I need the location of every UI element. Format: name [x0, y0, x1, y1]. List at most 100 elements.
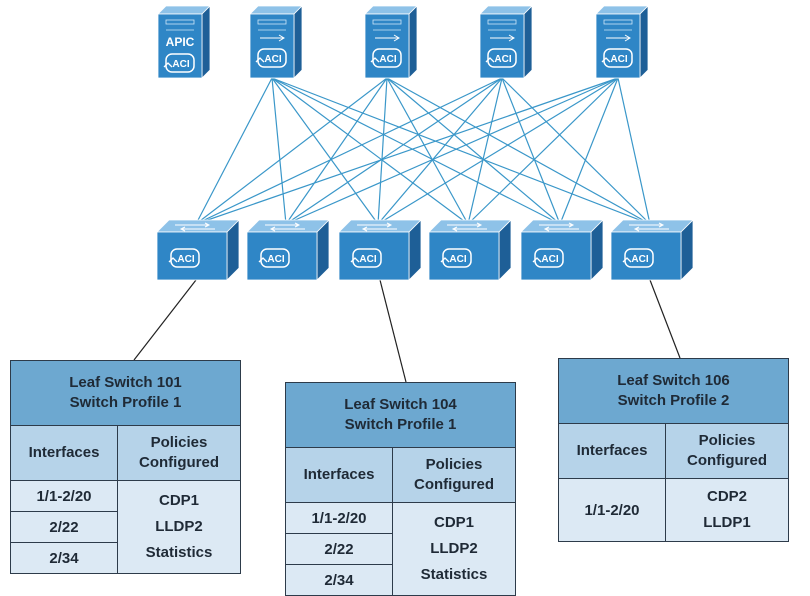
spine-leaf-link	[285, 77, 619, 225]
policy-item: CDP1	[433, 514, 474, 531]
interface-cell: 1/1-2/20	[10, 480, 118, 512]
svg-text:ACI: ACI	[359, 254, 376, 265]
leaf-switch-name: Leaf Switch 101	[69, 374, 182, 391]
table-title: Leaf Switch 104 Switch Profile 1	[285, 382, 516, 448]
aci-logo-icon: ACI	[350, 248, 382, 268]
aci-logo-icon: ACI	[485, 48, 517, 68]
leaf-switch: ACI	[246, 219, 330, 281]
aci-logo-icon: ACI	[255, 48, 287, 68]
spine-leaf-link	[195, 77, 503, 225]
policies-header-line2: Configured	[414, 476, 494, 493]
leaf-to-table-connector	[379, 279, 407, 383]
table-title: Leaf Switch 106 Switch Profile 2	[558, 358, 789, 424]
leaf-switch-name: Leaf Switch 106	[617, 372, 730, 389]
policies-header: Policies Configured	[117, 425, 241, 481]
leaf-switch: ACI	[610, 219, 694, 281]
leaf-switch: ACI	[338, 219, 422, 281]
spine-leaf-link	[501, 77, 561, 225]
spine-leaf-link	[271, 77, 561, 225]
policies-header-line2: Configured	[687, 452, 767, 469]
leaf-table-connectors	[133, 279, 681, 383]
spine-leaf-link	[271, 77, 379, 225]
policies-cell: CDP2 LLDP1	[665, 478, 789, 542]
svg-text:ACI: ACI	[631, 254, 648, 265]
spine-leaf-link	[285, 77, 388, 225]
policies-cell: CDP1 LLDP2 Statistics	[392, 502, 516, 596]
policies-header: Policies Configured	[665, 423, 789, 479]
policy-item: LLDP1	[703, 514, 751, 531]
leaf-switch-104-table: Leaf Switch 104 Switch Profile 1 Interfa…	[285, 382, 516, 596]
policies-header-line2: Configured	[139, 454, 219, 471]
policy-item: Statistics	[145, 544, 213, 561]
spine-switch: ACI	[595, 5, 649, 79]
spine-leaf-link	[377, 77, 388, 225]
svg-text:ACI: ACI	[177, 254, 194, 265]
leaf-switch-106-table: Leaf Switch 106 Switch Profile 2 Interfa…	[558, 358, 789, 542]
leaf-to-table-connector	[133, 279, 197, 361]
policies-header-line1: Policies	[698, 432, 756, 449]
spine-leaf-link	[195, 77, 273, 225]
policies-header-line1: Policies	[425, 456, 483, 473]
fabric-links	[195, 77, 651, 225]
spine-leaf-link	[195, 77, 388, 225]
spine-leaf-link	[386, 77, 561, 225]
svg-text:ACI: ACI	[541, 254, 558, 265]
policies-cell: CDP1 LLDP2 Statistics	[117, 480, 241, 574]
leaf-switch-name: Leaf Switch 104	[344, 396, 457, 413]
spine-switch: ACI	[479, 5, 533, 79]
policies-header: Policies Configured	[392, 447, 516, 503]
spine-leaf-link	[467, 77, 619, 225]
aci-logo-icon: ACI	[440, 248, 472, 268]
fabric-devices: APIC ACI ACI ACI ACI ACI ACI ACI ACI ACI ACI ACI	[156, 5, 694, 281]
policies-header-line1: Policies	[150, 434, 208, 451]
spine-leaf-link	[617, 77, 651, 225]
leaf-switch: ACI	[428, 219, 512, 281]
svg-text:ACI: ACI	[610, 54, 627, 65]
interfaces-header: Interfaces	[558, 423, 666, 479]
leaf-switch: ACI	[156, 219, 240, 281]
switch-profile-name: Switch Profile 2	[617, 392, 730, 409]
policy-item: CDP2	[706, 488, 747, 505]
interface-cell: 2/22	[285, 533, 393, 565]
policy-item: CDP1	[158, 492, 199, 509]
interface-cell: 2/22	[10, 511, 118, 543]
svg-text:ACI: ACI	[267, 254, 284, 265]
leaf-switch-101-table: Leaf Switch 101 Switch Profile 1 Interfa…	[10, 360, 241, 574]
spine-leaf-link	[377, 77, 619, 225]
spine-leaf-link	[377, 77, 503, 225]
svg-text:ACI: ACI	[494, 54, 511, 65]
aci-logo-icon: ACI	[622, 248, 654, 268]
spine-leaf-link	[386, 77, 469, 225]
interfaces-header: Interfaces	[285, 447, 393, 503]
spine-leaf-link	[271, 77, 469, 225]
spine-switch: ACI	[364, 5, 418, 79]
aci-logo-icon: ACI	[601, 48, 633, 68]
switch-profile-name: Switch Profile 1	[344, 416, 457, 433]
spine-leaf-link	[271, 77, 651, 225]
aci-logo-icon: ACI	[168, 248, 200, 268]
aci-logo-icon: ACI	[258, 248, 290, 268]
spine-leaf-link	[559, 77, 619, 225]
spine-leaf-link	[195, 77, 619, 225]
interface-cell: 2/34	[285, 564, 393, 596]
apic-controller: APIC ACI	[157, 5, 211, 79]
aci-logo-icon: ACI	[532, 248, 564, 268]
aci-logo-icon: ACI	[163, 53, 195, 73]
interface-cell: 1/1-2/20	[558, 478, 666, 542]
leaf-switch: ACI	[520, 219, 604, 281]
svg-text:ACI: ACI	[379, 54, 396, 65]
leaf-to-table-connector	[649, 279, 681, 359]
spine-switch: ACI	[249, 5, 303, 79]
interfaces-header: Interfaces	[10, 425, 118, 481]
spine-leaf-link	[386, 77, 651, 225]
apic-label: APIC	[166, 35, 195, 49]
svg-text:ACI: ACI	[449, 254, 466, 265]
spine-leaf-link	[467, 77, 503, 225]
spine-leaf-link	[501, 77, 651, 225]
switch-profile-name: Switch Profile 1	[69, 394, 182, 411]
svg-text:ACI: ACI	[264, 54, 281, 65]
policy-item: Statistics	[420, 566, 488, 583]
spine-leaf-link	[271, 77, 287, 225]
interface-cell: 2/34	[10, 542, 118, 574]
table-title: Leaf Switch 101 Switch Profile 1	[10, 360, 241, 426]
